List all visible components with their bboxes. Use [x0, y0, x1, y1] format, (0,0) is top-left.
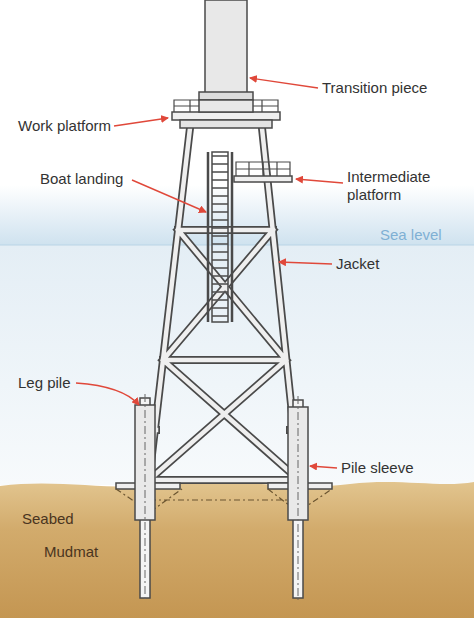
water-label: Sea level: [380, 226, 442, 244]
part-label: Transition piece: [322, 79, 427, 97]
part-label: Intermediate platform: [347, 168, 457, 204]
part-label: Pile sleeve: [341, 459, 414, 477]
part-label: Mudmat: [44, 543, 98, 561]
part-label: Boat landing: [40, 170, 123, 188]
part-label: Leg pile: [18, 374, 71, 392]
part-label: Work platform: [18, 117, 111, 135]
soil-label: Seabed: [22, 510, 74, 528]
part-label: Jacket: [336, 255, 379, 273]
